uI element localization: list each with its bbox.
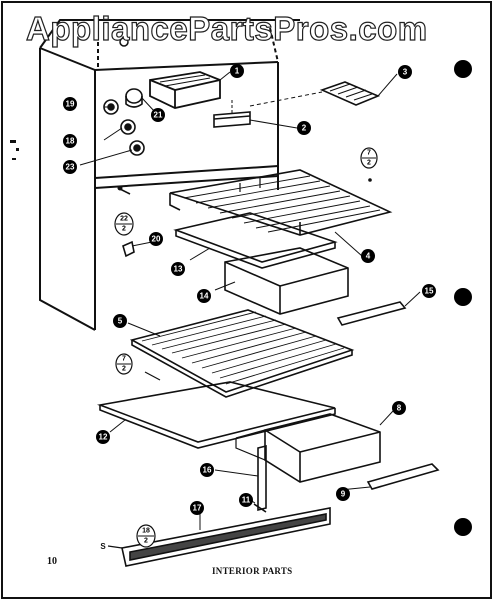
thermostat-knob [125,88,143,108]
svg-text:21: 21 [154,111,163,120]
callout-1: 1 [230,64,244,78]
bulb-shield [319,81,381,106]
svg-text:23: 23 [66,163,75,172]
callout-8: 8 [392,401,406,415]
clip-20 [122,240,135,258]
callout-18: 18 [63,134,77,148]
cover-strip-15 [336,301,407,326]
dashed-guide-3 [249,91,323,107]
svg-text:2: 2 [122,226,126,233]
fraction-18-2: 18 2 [136,524,156,548]
callout-19: 19 [63,97,77,111]
svg-text:2: 2 [144,538,148,545]
base-grille [121,507,331,567]
wire-shelf-lower [129,309,355,398]
svg-text:17: 17 [193,504,202,513]
callout-13: 13 [171,262,185,276]
fraction-22-2: 22 2 [114,212,134,236]
svg-text:18: 18 [142,528,150,535]
svg-text:13: 13 [174,265,183,274]
callout-23: 23 [63,160,77,174]
callout-20: 20 [149,232,163,246]
callout-17: 17 [190,501,204,515]
crisper-cover [96,381,336,449]
dashed-guide-7b [144,371,161,381]
diagram-caption: INTERIOR PARTS [212,566,293,576]
callout-12: 12 [96,430,110,444]
svg-text:2: 2 [302,124,307,133]
callout-9: 9 [336,487,350,501]
callout-3: 3 [398,65,412,79]
cabinet-outline [39,19,300,331]
drawer-upper [224,247,349,315]
svg-text:1: 1 [235,67,240,76]
glass-shelf-upper [173,212,338,269]
svg-text:3: 3 [403,68,408,77]
binding-hole-middle [454,288,472,306]
callout-21: 21 [151,108,165,122]
svg-text:2: 2 [367,160,371,167]
svg-text:4: 4 [366,252,371,261]
callout-2: 2 [297,121,311,135]
callout-14: 14 [197,289,211,303]
cabinet-screw [119,37,129,47]
callout-5: 5 [113,314,127,328]
svg-text:5: 5 [118,317,123,326]
svg-text:19: 19 [66,100,75,109]
svg-text:7: 7 [367,150,371,157]
svg-text:9: 9 [341,490,346,499]
svg-text:11: 11 [242,496,251,505]
leader-lines [79,71,421,530]
svg-text:18: 18 [66,137,75,146]
svg-text:2: 2 [122,366,126,373]
callout-4: 4 [361,249,375,263]
wire-shelf [169,169,393,236]
s-label: S [100,542,106,551]
svg-text:20: 20 [152,235,161,244]
svg-text:22: 22 [120,216,128,223]
scan-specks [10,140,19,160]
knob-18 [120,119,136,135]
knob-23 [129,140,145,156]
screw-7-upper [368,178,372,182]
s-leader [107,545,123,549]
svg-text:15: 15 [425,287,434,296]
svg-text:7: 7 [122,356,126,363]
page-number: 10 [47,556,57,567]
clip-11 [253,503,267,513]
fraction-7-2-upper: 7 2 [360,147,378,169]
control-housing [149,71,221,109]
svg-text:14: 14 [200,292,209,301]
binding-hole-bottom [454,518,472,536]
light-shield [213,111,251,128]
drawer-divider [257,444,267,512]
watermark: AppliancePartsPros.com [25,9,428,47]
crisper-drawer [235,413,381,483]
fraction-7-2-lower: 7 2 [115,353,133,375]
cover-strip-9 [366,463,440,490]
svg-text:12: 12 [99,433,108,442]
svg-text:16: 16 [203,466,212,475]
callout-16: 16 [200,463,214,477]
svg-text:8: 8 [397,404,402,413]
callout-15: 15 [422,284,436,298]
callout-11: 11 [239,493,253,507]
screw-22-head [117,185,123,191]
binding-hole-top [454,60,472,78]
